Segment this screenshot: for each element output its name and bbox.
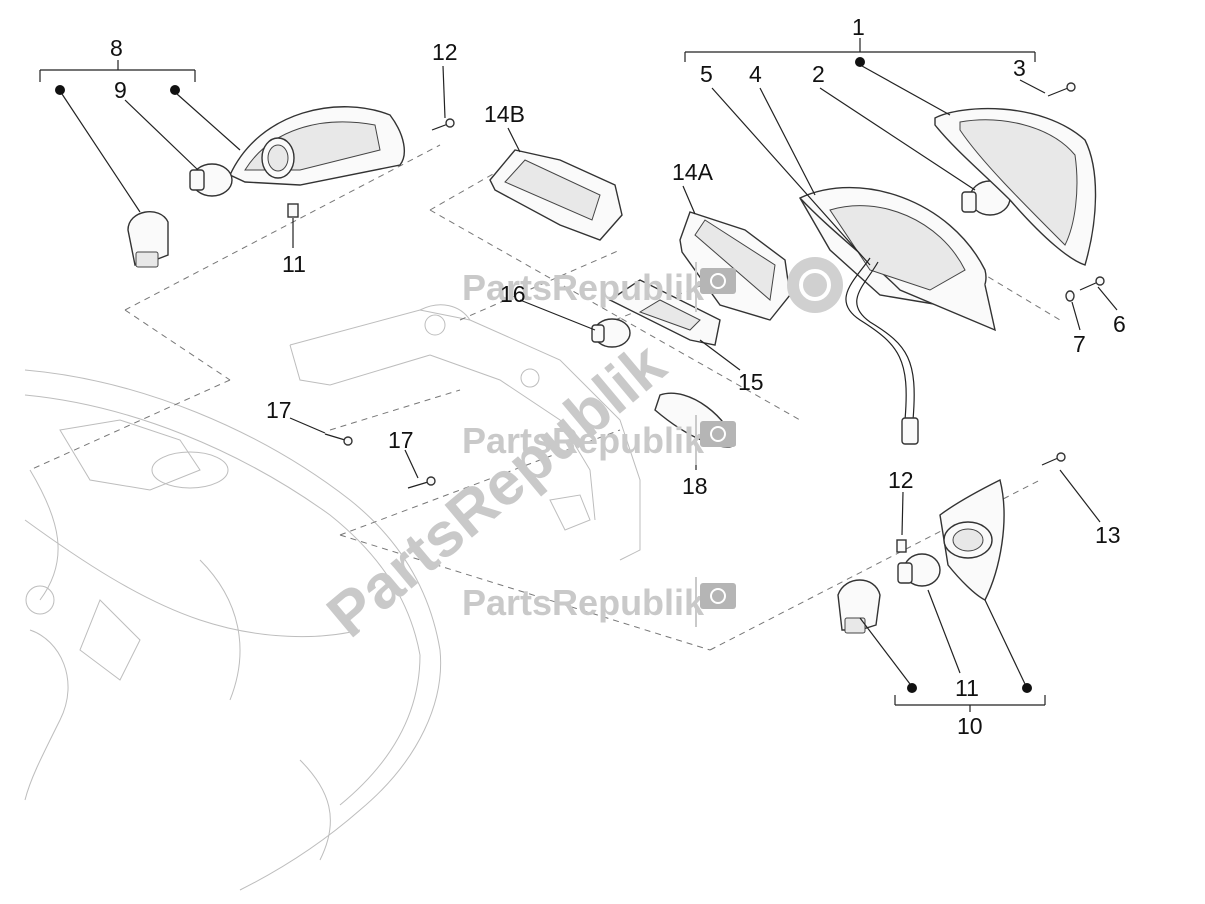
label-6: 6 [1113,311,1126,337]
label-8: 8 [110,35,123,61]
label-17-a: 17 [266,397,292,423]
gear-flag-icon [700,583,736,609]
label-12-bottom: 12 [888,467,914,493]
screw-6 [1079,276,1105,291]
right-indicator-lens [939,478,1005,601]
watermark-text: PartsRepublik [462,420,705,461]
label-3: 3 [1013,55,1026,81]
watermark-gear-icon [787,257,843,313]
group-bracket-10 [859,599,1046,712]
group-bracket-1 [684,38,1036,116]
wiring-harness-5 [845,257,919,445]
watermark-row-1: PartsRepublik [462,262,736,312]
label-10: 10 [957,713,983,739]
label-9: 9 [114,77,127,103]
watermark-text: PartsRepublik [462,267,705,308]
tail-light-body-4 [799,186,996,332]
screw-12-top [431,118,455,131]
label-5: 5 [700,61,713,87]
leader-lines [124,65,1118,674]
label-4: 4 [749,61,762,87]
part-labels: 1 2 3 4 5 6 7 8 9 10 11 11 12 12 13 14A … [110,14,1126,739]
label-1: 1 [852,14,865,40]
label-11-right: 11 [955,675,979,701]
label-13: 13 [1095,522,1121,548]
left-indicator-bulb [189,163,233,197]
label-11-left: 11 [282,251,306,277]
label-17-b: 17 [388,427,414,453]
bullet-dot [855,57,865,67]
screw-17-a [324,433,353,446]
screw-13 [1041,452,1066,466]
watermark-row-3: PartsRepublik [462,577,736,627]
right-clip-12 [896,539,907,553]
label-15: 15 [738,369,764,395]
gear-flag-icon [700,421,736,447]
license-light-housing-14b [489,149,623,241]
left-bulb-socket [127,211,169,268]
bulb-16 [591,318,631,348]
watermark-text: PartsRepublik [462,582,705,623]
label-12-top: 12 [432,39,458,65]
rear-bracket [289,304,641,561]
screw-17-b [407,476,436,489]
group-bracket-8 [39,60,241,213]
label-16: 16 [500,281,526,307]
left-clip-11 [287,203,299,218]
gear-flag-icon [700,268,736,294]
washer-7 [1065,290,1075,302]
tail-light-lens [934,107,1097,266]
screw-3 [1047,82,1076,97]
left-indicator-lens [229,106,406,186]
label-7: 7 [1073,331,1086,357]
right-bulb-socket [837,579,881,634]
label-18: 18 [682,473,708,499]
label-14b: 14B [484,101,525,127]
label-2: 2 [812,61,825,87]
right-indicator-bulb [897,553,941,587]
scooter-body-outline [24,369,442,891]
label-14a: 14A [672,159,714,185]
watermark-row-2: PartsRepublik [462,415,736,465]
license-lens-15 [608,279,721,346]
